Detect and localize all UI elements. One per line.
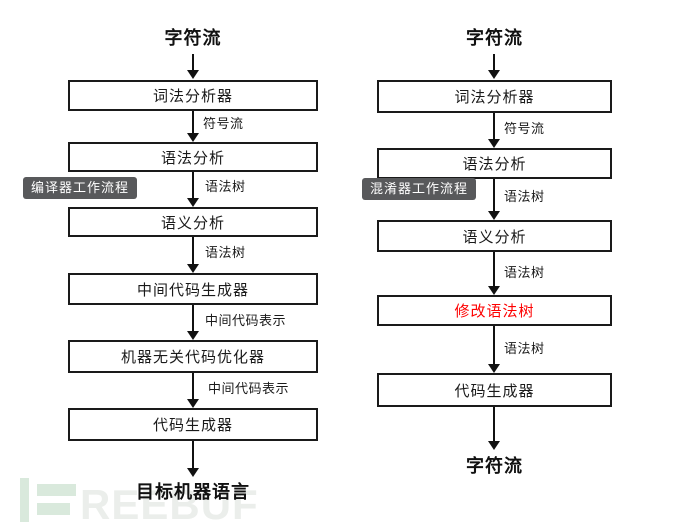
left-edge-label-token-stream: 符号流 [203, 116, 244, 131]
left-edge-label-intermediate-representation-1: 中间代码表示 [205, 313, 287, 328]
left-flow-source-label: 字符流 [164, 28, 222, 48]
arrow-down-icon [488, 179, 500, 220]
left-flow-node-machine-independent-optimizer: 机器无关代码优化器 [68, 340, 318, 373]
right-flow-node-code-generator: 代码生成器 [377, 373, 612, 407]
left-flow-node-semantic-analysis: 语义分析 [68, 207, 318, 237]
right-flow-node-semantic-analysis: 语义分析 [377, 220, 612, 252]
freebuf-logo-f-bottom-icon [37, 503, 70, 515]
freebuf-logo-bar-icon [20, 478, 29, 522]
arrow-down-icon [187, 441, 199, 477]
arrow-down-icon [187, 172, 199, 207]
left-workflow-badge: 编译器工作流程 [23, 177, 138, 199]
right-flow-node-modify-syntax-tree: 修改语法树 [377, 295, 612, 326]
right-edge-label-syntax-tree-1: 语法树 [504, 189, 545, 204]
arrow-down-icon [187, 111, 199, 142]
right-edge-label-syntax-tree-3: 语法树 [504, 341, 545, 356]
left-edge-label-syntax-tree-2: 语法树 [205, 245, 246, 260]
arrow-down-icon [187, 305, 199, 340]
arrow-down-icon [488, 113, 500, 148]
left-flow-node-lexical-analyzer: 词法分析器 [68, 80, 318, 111]
left-flow-node-syntax-analysis: 语法分析 [68, 142, 318, 172]
left-flow-node-code-generator: 代码生成器 [68, 408, 318, 441]
arrow-down-icon [187, 54, 199, 79]
right-flow-node-syntax-analysis: 语法分析 [377, 148, 612, 179]
right-workflow-badge: 混淆器工作流程 [362, 178, 477, 200]
right-flow-result-label: 字符流 [466, 456, 523, 476]
right-edge-label-token-stream: 符号流 [504, 121, 545, 136]
arrow-down-icon [488, 407, 500, 450]
left-flow-result-label: 目标机器语言 [136, 482, 250, 502]
arrow-down-icon [187, 373, 199, 408]
arrow-down-icon [187, 237, 199, 273]
left-flow-node-intermediate-code-generator: 中间代码生成器 [68, 273, 318, 305]
arrow-down-icon [488, 54, 500, 79]
arrow-down-icon [488, 252, 500, 295]
arrow-down-icon [488, 326, 500, 373]
right-edge-label-syntax-tree-2: 语法树 [504, 265, 545, 280]
right-flow-source-label: 字符流 [466, 28, 523, 48]
right-flow-node-lexical-analyzer: 词法分析器 [377, 80, 612, 113]
left-edge-label-syntax-tree-1: 语法树 [205, 179, 246, 194]
left-edge-label-intermediate-representation-2: 中间代码表示 [208, 381, 290, 396]
